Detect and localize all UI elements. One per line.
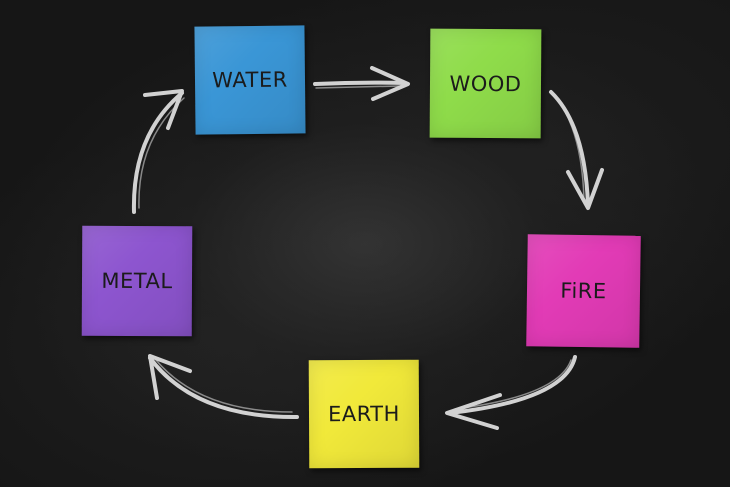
wood-note-label: WOOD bbox=[449, 71, 522, 96]
water-note-label: WATER bbox=[212, 67, 288, 93]
wood-note: WOOD bbox=[429, 28, 542, 139]
earth-note-label: EARTH bbox=[328, 401, 400, 427]
earth-note: EARTH bbox=[308, 359, 420, 469]
arrow-water-to-wood bbox=[313, 66, 410, 101]
fire-note-label: FiRE bbox=[560, 278, 607, 304]
arrow-wood-to-fire bbox=[549, 90, 604, 210]
metal-note: METAL bbox=[81, 225, 193, 337]
metal-note-label: METAL bbox=[101, 268, 173, 294]
arrow-fire-to-earth bbox=[445, 355, 577, 430]
arrow-metal-to-water bbox=[131, 89, 185, 214]
water-note: WATER bbox=[194, 25, 306, 135]
arrow-earth-to-metal bbox=[148, 354, 299, 420]
fire-note: FiRE bbox=[526, 234, 641, 348]
